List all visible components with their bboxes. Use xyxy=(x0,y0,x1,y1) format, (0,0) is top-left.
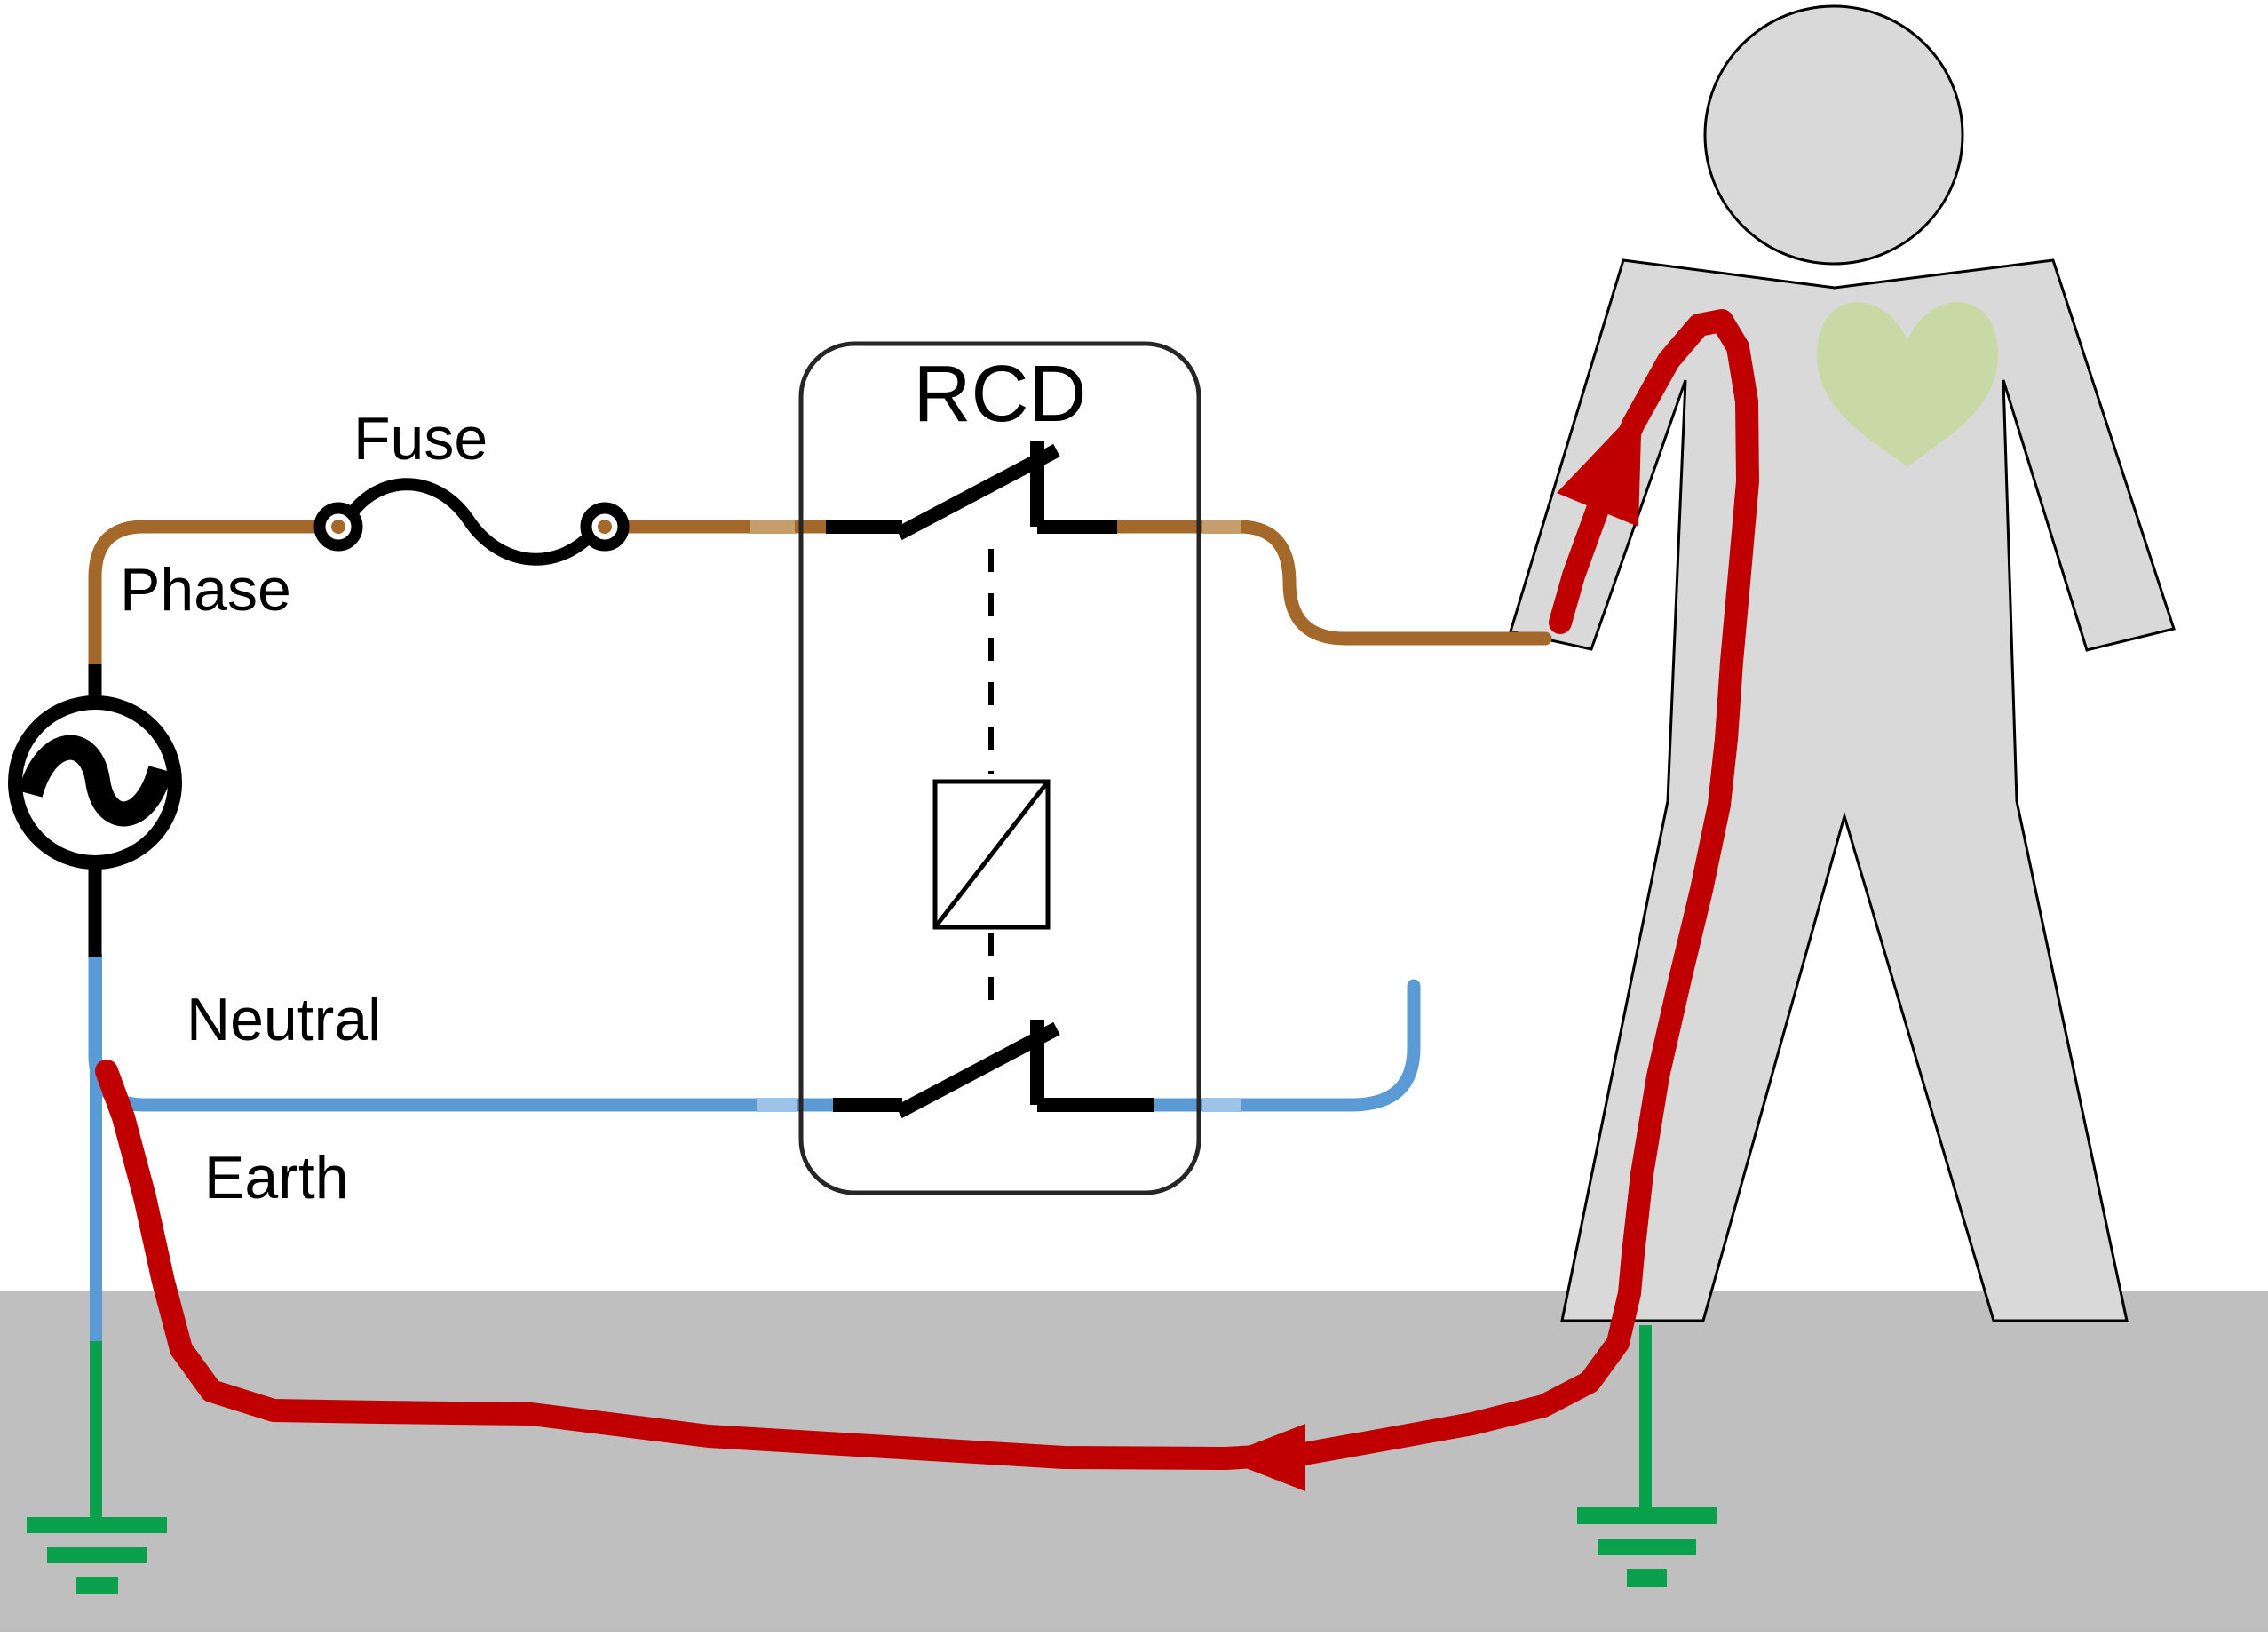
fuse-symbol xyxy=(313,478,630,566)
phase-wire-rcd-to-hand xyxy=(1105,520,1552,646)
earth-symbol-person xyxy=(1577,1325,1717,1587)
person-head xyxy=(1703,4,1964,266)
neutral-label: Neutral xyxy=(186,986,381,1053)
fuse-wave xyxy=(342,478,599,566)
ac-source xyxy=(8,664,182,957)
earth-bar-2 xyxy=(47,1547,147,1563)
person-body xyxy=(1509,258,2176,1322)
person-figure xyxy=(1509,4,2176,1322)
fault-current-path xyxy=(95,309,1759,1491)
rcd-phase-switch xyxy=(826,441,1117,541)
earth-bar-1 xyxy=(1577,1507,1717,1524)
fuse-terminal-left-dot xyxy=(331,520,345,534)
fault-current-line xyxy=(95,309,1759,1470)
phase-wire xyxy=(88,520,1552,671)
earth-bar-3 xyxy=(1627,1569,1667,1587)
heart-icon xyxy=(1816,302,1999,467)
neutral-wire-right xyxy=(1144,979,1421,1112)
fuse-label: Fuse xyxy=(353,405,488,473)
rcd-label: RCD xyxy=(914,350,1087,439)
earth-bar-3 xyxy=(76,1577,118,1594)
earth-label: Earth xyxy=(204,1144,349,1211)
earth-bar-1 xyxy=(27,1517,167,1533)
arrowhead-up-arm xyxy=(1557,403,1642,527)
phase-wire-source-to-fuse xyxy=(88,520,332,671)
rcd-neutral-switch xyxy=(833,1020,1154,1119)
rcd-trip-mechanism xyxy=(932,549,1051,1021)
sine-wave-icon xyxy=(18,735,173,827)
arrowhead-ground-left xyxy=(1218,1424,1305,1491)
fuse-terminal-right-dot xyxy=(598,520,612,534)
rcd-enclosure xyxy=(798,341,1201,1195)
sense-coil-diagonal xyxy=(933,780,1050,929)
earth-bar-2 xyxy=(1598,1539,1696,1555)
rcd-device xyxy=(798,341,1201,1195)
earth-symbol-source xyxy=(27,1337,167,1594)
phase-label: Phase xyxy=(120,556,291,623)
